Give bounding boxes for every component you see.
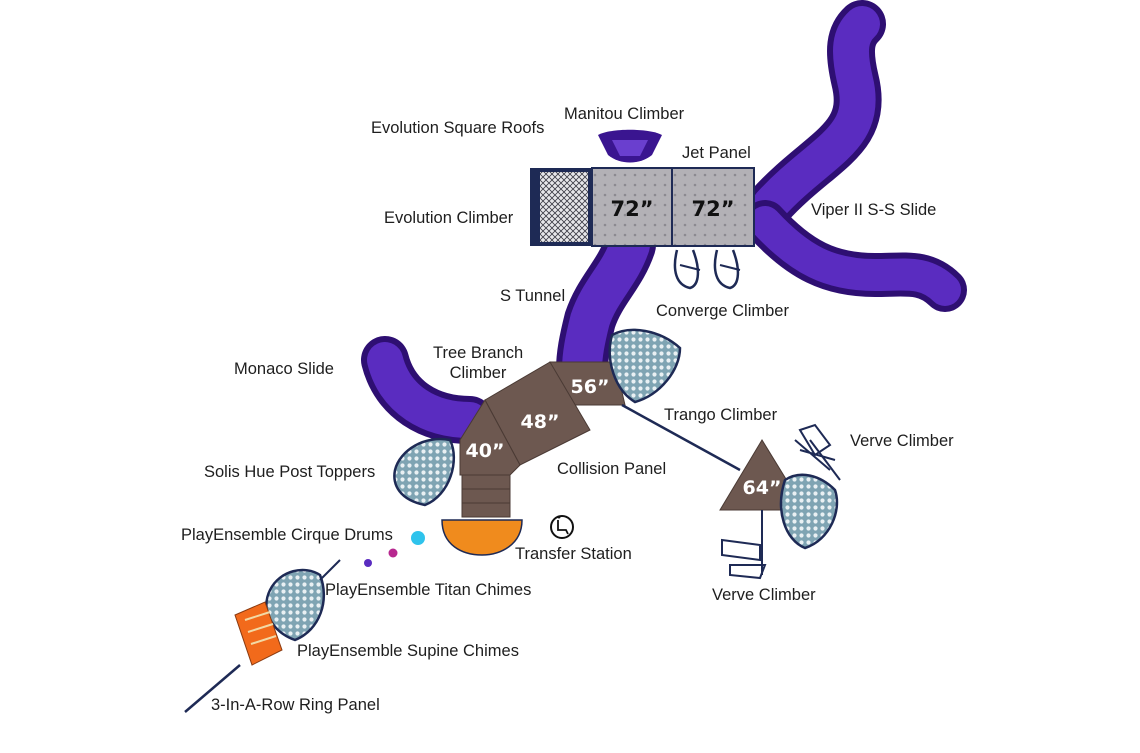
solis-hue-post-toppers (393, 328, 682, 507)
evolution-climber (530, 168, 592, 246)
label-s-tunnel: S Tunnel (500, 287, 566, 305)
wheelchair-accessibility-icon (550, 515, 574, 539)
deck-72-left-label: 72” (610, 197, 653, 221)
trango-climber-cable (621, 403, 741, 472)
label-transfer-station: Transfer Station (515, 545, 632, 563)
deck-40: 40” (459, 399, 521, 476)
s-tunnel (556, 219, 656, 396)
label-tree-branch-line2: Climber (449, 363, 507, 382)
solis-hue-topper-64 (779, 473, 839, 550)
label-ring-panel: 3-In-A-Row Ring Panel (211, 696, 380, 714)
viper-slide (743, 0, 967, 312)
label-manitou-climber: Manitou Climber (564, 105, 685, 123)
transfer-steps (461, 474, 511, 518)
label-verve-climber-bottom: Verve Climber (712, 586, 816, 604)
ring-panel-cable (184, 664, 241, 713)
label-cirque-drums: PlayEnsemble Cirque Drums (181, 526, 393, 544)
label-solis-hue: Solis Hue Post Toppers (204, 463, 376, 481)
deck-72-right-label: 72” (691, 197, 734, 221)
label-viper-slide: Viper II S-S Slide (811, 201, 937, 219)
label-verve-climber-top: Verve Climber (850, 432, 954, 450)
transfer-station-platform (441, 519, 523, 556)
label-evolution-square-roofs: Evolution Square Roofs (371, 119, 545, 137)
deck-64-label: 64” (743, 477, 782, 499)
cirque-drum-magenta (388, 548, 398, 558)
label-jet-panel: Jet Panel (682, 144, 751, 162)
deck-48: 48” (484, 361, 591, 466)
label-tree-branch-climber: Tree Branch Climber (433, 344, 523, 384)
label-trango-climber: Trango Climber (664, 406, 778, 424)
label-collision-panel: Collision Panel (557, 460, 667, 478)
verve-climber-bottom (721, 538, 767, 580)
deck-56-label: 56” (571, 376, 610, 398)
verve-climber-top (794, 423, 841, 481)
converge-climber (673, 249, 741, 290)
label-titan-chimes: PlayEnsemble Titan Chimes (325, 581, 532, 599)
label-tree-branch-line1: Tree Branch (433, 344, 524, 362)
label-supine-chimes: PlayEnsemble Supine Chimes (297, 642, 519, 660)
monaco-slide (361, 336, 494, 444)
deck-72-right: 72” (671, 167, 755, 247)
label-monaco-slide: Monaco Slide (234, 360, 334, 378)
supine-chimes (234, 601, 283, 666)
label-evolution-climber: Evolution Climber (384, 209, 514, 227)
deck-48-label: 48” (521, 411, 560, 433)
manitou-climber (598, 129, 662, 163)
label-converge-climber: Converge Climber (656, 302, 789, 320)
cirque-drum-cyan (411, 531, 425, 545)
deck-72-left: 72” (591, 167, 673, 247)
deck-40-label: 40” (466, 440, 505, 462)
